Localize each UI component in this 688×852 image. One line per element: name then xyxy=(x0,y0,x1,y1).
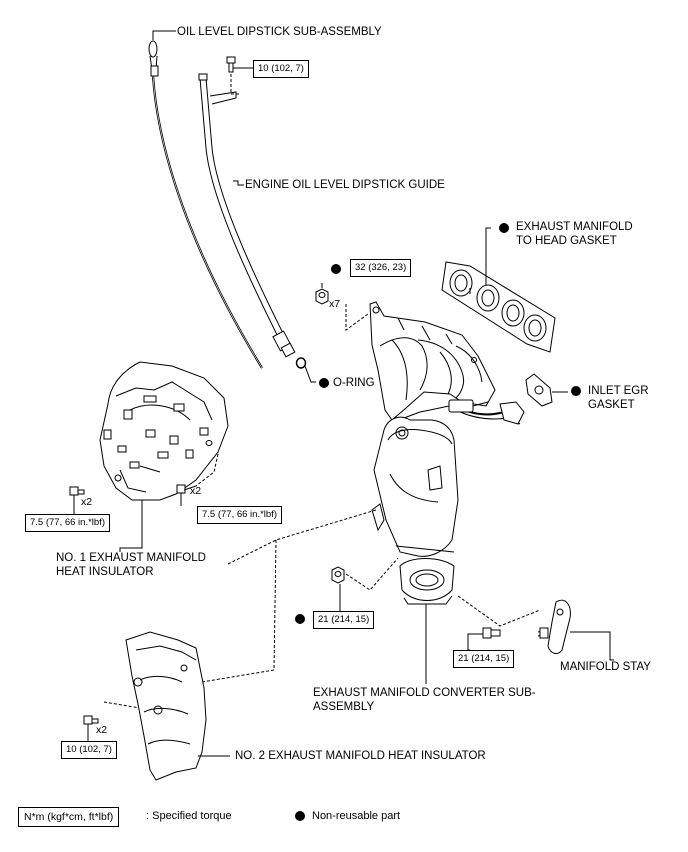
insulator1-drawing xyxy=(99,361,229,552)
guide-drawing xyxy=(198,73,296,358)
torque-manifold-nuts: 32 (326, 23) xyxy=(350,259,412,277)
torque-ins1-left: 7.5 (77, 66 in.*lbf) xyxy=(25,514,110,532)
converter-label: EXHAUST MANIFOLD CONVERTER SUB- ASSEMBLY xyxy=(313,687,536,713)
dashed-leaders xyxy=(103,453,541,709)
insulator2-bolt xyxy=(83,715,99,742)
multiplier-ins2-bolt: x2 xyxy=(96,724,108,736)
egr-gasket-label: INLET EGR GASKET xyxy=(588,385,649,411)
manifold-stay-label: MANIFOLD STAY xyxy=(560,661,651,673)
legend-nonreusable-text: Non-reusable part xyxy=(312,810,401,822)
torque-ins2-bolt: 10 (102, 7) xyxy=(61,741,117,759)
oring-drawing xyxy=(295,357,316,383)
guide-bolt-drawing xyxy=(226,56,253,95)
torque-stay-bolt: 21 (214, 15) xyxy=(453,650,515,668)
insulator1-bolts xyxy=(69,484,197,514)
torque-converter-nut: 21 (214, 15) xyxy=(313,611,375,629)
nonreusable-dot-egr-gasket xyxy=(571,386,581,396)
nonreusable-dot-oring xyxy=(319,378,329,388)
nonreusable-dot-head-gasket xyxy=(499,223,509,233)
guide-label: ENGINE OIL LEVEL DIPSTICK GUIDE xyxy=(245,179,445,191)
head-gasket-leader xyxy=(485,227,491,285)
legend-nonreusable-dot xyxy=(295,811,305,821)
torque-guide-bolt: 10 (102, 7) xyxy=(253,60,309,78)
dipstick-leader xyxy=(152,30,176,40)
head-gasket-label: EXHAUST MANIFOLD TO HEAD GASKET xyxy=(516,221,633,247)
nonreusable-dot-converter-nut xyxy=(295,614,305,624)
manifold-nut-drawing xyxy=(315,283,369,331)
dipstick-drawing xyxy=(148,40,263,369)
multiplier-manifold-nuts: x7 xyxy=(329,298,341,310)
legend-torque-text: : Specified torque xyxy=(146,810,232,822)
multiplier-ins1-left: x2 xyxy=(81,496,93,508)
oring-label: O-RING xyxy=(333,377,375,389)
guide-leader xyxy=(233,180,244,186)
insulator2-drawing xyxy=(125,631,230,781)
dipstick-label: OIL LEVEL DIPSTICK SUB-ASSEMBLY xyxy=(177,26,382,38)
legend-torque-box: N*m (kgf*cm, ft*lbf) xyxy=(18,807,120,827)
stay-bolt-drawing xyxy=(467,627,501,651)
insulator2-label: NO. 2 EXHAUST MANIFOLD HEAT INSULATOR xyxy=(235,750,486,762)
torque-ins1-right: 7.5 (77, 66 in.*lbf) xyxy=(197,506,282,524)
converter-nut-drawing xyxy=(331,566,345,584)
manifold-converter-drawing xyxy=(369,301,525,605)
egr-gasket-drawing xyxy=(525,373,568,407)
head-gasket-drawing xyxy=(441,261,556,353)
manifold-stay-drawing xyxy=(537,599,614,661)
nonreusable-dot-manifold-nuts xyxy=(331,264,341,274)
multiplier-ins1-right: x2 xyxy=(190,485,202,497)
insulator1-label: NO. 1 EXHAUST MANIFOLD HEAT INSULATOR xyxy=(56,552,206,578)
